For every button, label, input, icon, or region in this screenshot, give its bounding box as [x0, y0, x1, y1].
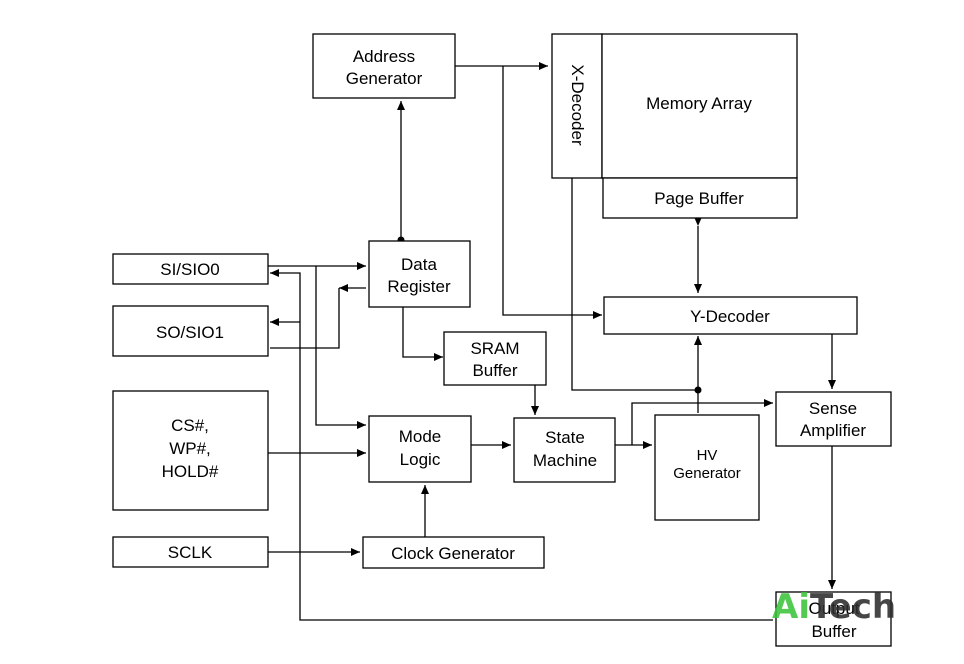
- hv-generator-line2: Generator: [673, 465, 741, 482]
- so-sio1-label: SO/SIO1: [156, 323, 224, 342]
- sram-buffer-block: SRAM Buffer: [443, 331, 547, 386]
- sram-buffer-line2: Buffer: [472, 361, 517, 380]
- wire-si-to-modelogic: [315, 266, 366, 429]
- address-generator-line2: Generator: [346, 69, 423, 88]
- wire-datareg-to-sram: [402, 307, 443, 361]
- x-decoder-block: X-Decoder: [551, 33, 603, 179]
- watermark-part1: Ai: [772, 587, 810, 627]
- state-machine-line1: State: [545, 428, 585, 447]
- sclk-block: SCLK: [112, 536, 269, 568]
- wp-label: WP#,: [169, 439, 211, 458]
- data-register-line1: Data: [401, 255, 437, 274]
- sense-amplifier-line1: Sense: [809, 399, 857, 418]
- data-register-block: Data Register: [368, 240, 471, 308]
- wire-addr-to-ydecoder: [502, 66, 602, 319]
- address-generator-line1: Address: [353, 47, 415, 66]
- cs-label: CS#,: [171, 416, 209, 435]
- output-buffer-line2: Buffer: [811, 622, 856, 641]
- mode-logic-block: Mode Logic: [368, 415, 472, 483]
- data-register-line2: Register: [387, 277, 451, 296]
- junction-dot: [694, 386, 702, 394]
- address-generator-block: Address Generator: [312, 33, 456, 99]
- si-sio0-block: SI/SIO0: [112, 253, 269, 285]
- si-sio0-label: SI/SIO0: [160, 260, 220, 279]
- sclk-label: SCLK: [168, 543, 213, 562]
- wire-xdecoder-to-hvnode: [571, 178, 698, 391]
- hv-generator-line1: HV: [697, 447, 718, 464]
- svg-text:AiTech: AiTech: [772, 587, 896, 627]
- memory-array-label: Memory Array: [646, 94, 752, 113]
- so-sio1-block: SO/SIO1: [112, 305, 269, 357]
- mode-logic-line1: Mode: [399, 427, 442, 446]
- wire-state-to-sense: [631, 399, 773, 445]
- sram-buffer-line1: SRAM: [470, 339, 519, 358]
- wire-datareg-to-so: [270, 288, 340, 349]
- hv-generator-block: HV Generator: [654, 414, 760, 521]
- sense-amplifier-block: Sense Amplifier: [775, 391, 892, 447]
- aitech-watermark-logo: AiTech: [772, 587, 896, 627]
- y-decoder-label: Y-Decoder: [690, 307, 770, 326]
- mode-logic-line2: Logic: [400, 450, 441, 469]
- wire-outbuf-to-si: [270, 269, 773, 621]
- x-decoder-label: X-Decoder: [568, 64, 587, 146]
- cs-wp-hold-block: CS#, WP#, HOLD#: [112, 390, 269, 511]
- page-buffer-block: Page Buffer: [602, 177, 798, 219]
- memory-array-block: Memory Array: [601, 33, 798, 179]
- watermark-part2: Tech: [810, 587, 896, 627]
- page-buffer-label: Page Buffer: [654, 189, 744, 208]
- clock-generator-block: Clock Generator: [362, 536, 545, 569]
- sense-amplifier-line2: Amplifier: [800, 421, 866, 440]
- output-buffer-block: Output Buffer: [775, 591, 892, 647]
- connection-lines: [268, 62, 836, 621]
- state-machine-block: State Machine: [513, 417, 616, 483]
- hold-label: HOLD#: [162, 462, 219, 481]
- clock-generator-label: Clock Generator: [391, 544, 515, 563]
- state-machine-line2: Machine: [533, 451, 597, 470]
- output-buffer-line1: Output: [808, 599, 859, 618]
- y-decoder-block: Y-Decoder: [603, 296, 858, 335]
